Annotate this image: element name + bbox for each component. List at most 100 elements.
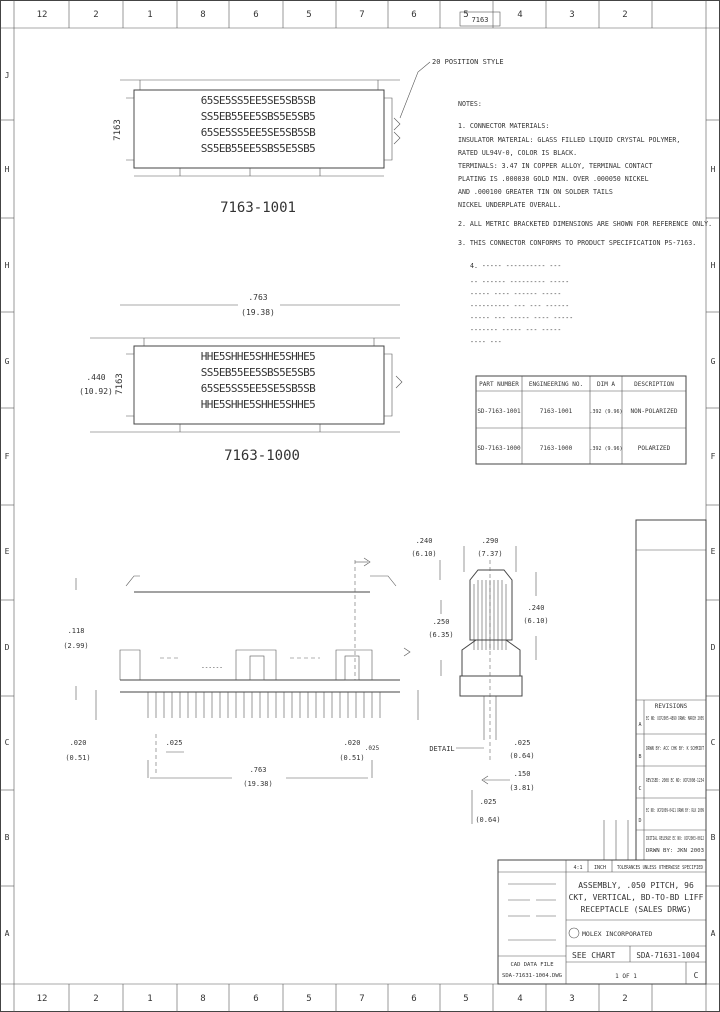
- revision-letter: D: [638, 818, 641, 824]
- note-line: RATED UL94V-0, COLOR IS BLACK.: [458, 149, 577, 157]
- table-cell: NON-POLARIZED: [631, 408, 678, 415]
- table-cell: SD-7163-1001: [477, 408, 521, 415]
- note-line: 2. ALL METRIC BRACKETED DIMENSIONS ARE S…: [458, 220, 712, 228]
- title-description: RECEPTACLE (SALES DRWG): [581, 905, 692, 914]
- zone-number: 1: [147, 10, 152, 20]
- company-logo: [568, 927, 580, 939]
- revision-block: REVISIONS EC NO: UCP2005-4899 DRWN: MARC…: [603, 519, 707, 861]
- title-drawing-label: SEE CHART: [572, 951, 616, 960]
- zone-letter: E: [5, 547, 10, 556]
- zone-letter: E: [711, 547, 716, 556]
- dim-height: .250: [433, 618, 450, 626]
- table-cell: .392 (9.96): [589, 446, 622, 452]
- zone-number: 2: [93, 10, 98, 20]
- table-cell: 7163-1001: [540, 408, 573, 415]
- zone-number: 4: [517, 994, 522, 1004]
- note-line: TERMINALS: 3.47 IN COPPER ALLOY, TERMINA…: [458, 162, 653, 170]
- zone-number: 12: [37, 10, 48, 20]
- dim-tail: .150: [514, 770, 531, 778]
- side-label: 7163: [115, 373, 125, 395]
- view-label-1000: 7163-1000: [224, 448, 300, 464]
- dim-top: .240: [416, 537, 433, 545]
- dim-pitch: .020: [70, 739, 87, 747]
- zone-letter: B: [5, 833, 10, 842]
- zone-number: 4: [517, 10, 522, 20]
- note-sub-line: -- ------ --------- -----: [470, 278, 569, 286]
- part-table: PART NUMBER ENGINEERING NO. DIM A DESCRI…: [475, 375, 687, 465]
- end-view: .240 (6.10) .290 (7.37) .250 (6.35) .240…: [411, 537, 549, 824]
- zone-number: 6: [253, 994, 258, 1004]
- table-cell: .392 (9.96): [589, 409, 622, 415]
- note-line: INSULATOR MATERIAL: GLASS FILLED LIQUID …: [458, 136, 680, 144]
- revision-letter: A: [638, 722, 641, 728]
- notes-block: NOTES: 1. CONNECTOR MATERIALS: INSULATOR…: [458, 100, 712, 346]
- zone-letter: H: [711, 261, 716, 270]
- zone-number: 5: [463, 10, 468, 20]
- zone-number: 2: [622, 994, 627, 1004]
- note-line: PLATING IS .000030 GOLD MIN. OVER .00005…: [458, 175, 649, 183]
- title-description: CKT, VERTICAL, BD-TO-BD LIFF: [569, 893, 704, 902]
- title-cad-file: SDA-71631-1004.DWG: [502, 973, 562, 979]
- table-header: PART NUMBER: [479, 381, 519, 388]
- note-line: 1. CONNECTOR MATERIALS:: [458, 122, 549, 130]
- pin-row: SS5EB55EE5SBS5E5SB5: [201, 110, 315, 123]
- dim-width: .290: [482, 537, 499, 545]
- pin-row: 65SE5SS5EE5SE5SB5SB: [201, 94, 316, 107]
- dim-side-mm: (6.10): [523, 617, 548, 625]
- zone-letter: H: [5, 261, 10, 270]
- zone-letter: D: [5, 643, 10, 652]
- notes-heading: NOTES:: [458, 100, 482, 108]
- pin-row: HHE5SHHE5SHHE5SHHE5: [201, 398, 315, 411]
- note-sub-line: ---- ---: [470, 338, 502, 346]
- dim-height: .440: [86, 373, 105, 382]
- note-sub-line: 4. ----- ---------- ---: [470, 262, 561, 270]
- note-line: 3. THIS CONNECTOR CONFORMS TO PRODUCT SP…: [458, 239, 696, 247]
- table-cell: SD-7163-1000: [477, 445, 521, 452]
- pin-row: HHE5SHHE5SHHE5SHHE5: [201, 350, 315, 363]
- zone-number: 3: [569, 994, 574, 1004]
- note-sub-line: ----- --- ----- ---- -----: [470, 314, 573, 322]
- top-view-1001: 7163 65SE5SS5EE5SE5SB5SB SS5EB55EE5SBS5E…: [113, 58, 504, 216]
- dim-tail-mm: (3.81): [509, 784, 534, 792]
- zone-number: 6: [253, 10, 258, 20]
- note-line: NICKEL UNDERPLATE OVERALL.: [458, 201, 561, 209]
- table-cell: POLARIZED: [638, 445, 671, 452]
- table-header: DESCRIPTION: [634, 381, 674, 388]
- revision-entry: DRWN BY: JKN 2003: [646, 848, 704, 854]
- zone-letter: A: [711, 929, 716, 938]
- title-units: INCH: [594, 865, 606, 871]
- pin-row: SS5EB55EE5SBS5E5SB5: [201, 142, 315, 155]
- dim-height-mm: (10.92): [79, 387, 113, 396]
- zone-letter: D: [711, 643, 716, 652]
- dim-length: .763: [250, 766, 267, 774]
- revision-entry: INITIAL RELEASE EC NO: UCP2003-0012: [646, 836, 704, 842]
- zone-number: 5: [306, 994, 311, 1004]
- leader-label: 20 POSITION STYLE: [432, 58, 504, 66]
- zone-letter: C: [5, 738, 10, 747]
- dim-side: .240: [528, 604, 545, 612]
- zone-letter: H: [5, 165, 10, 174]
- zone-letter: C: [711, 738, 716, 747]
- view-label-1001: 7163-1001: [220, 200, 296, 216]
- zone-number: 5: [306, 10, 311, 20]
- zone-letter: F: [5, 452, 10, 461]
- zone-letter: G: [5, 357, 10, 366]
- zone-letter: J: [5, 71, 10, 80]
- side-view: ------ .118 (2.99) .020 (0.51) .025: [63, 557, 419, 788]
- revision-letter: B: [638, 754, 641, 760]
- dim-pitch-r: .020: [344, 739, 361, 747]
- zone-letter: A: [5, 929, 10, 938]
- side-label: 7163: [113, 119, 123, 141]
- zone-number: 2: [622, 10, 627, 20]
- zone-number: 3: [569, 10, 574, 20]
- zone-number: 12: [37, 994, 48, 1004]
- zone-letter: B: [711, 833, 716, 842]
- zone-number: 1: [147, 994, 152, 1004]
- zone-number: 5: [463, 994, 468, 1004]
- top-view-1000: .763 (19.38) 7163 .440 (10.92) HHE5SHHE5…: [79, 293, 403, 464]
- title-block: INCH TOLERANCES UNLESS OTHERWISE SPECIFI…: [497, 859, 707, 985]
- dim-length-mm: (19.38): [243, 780, 273, 788]
- zone-number: 6: [411, 994, 416, 1004]
- note-line: AND .000100 GREATER TIN ON SOLDER TAILS: [458, 188, 613, 196]
